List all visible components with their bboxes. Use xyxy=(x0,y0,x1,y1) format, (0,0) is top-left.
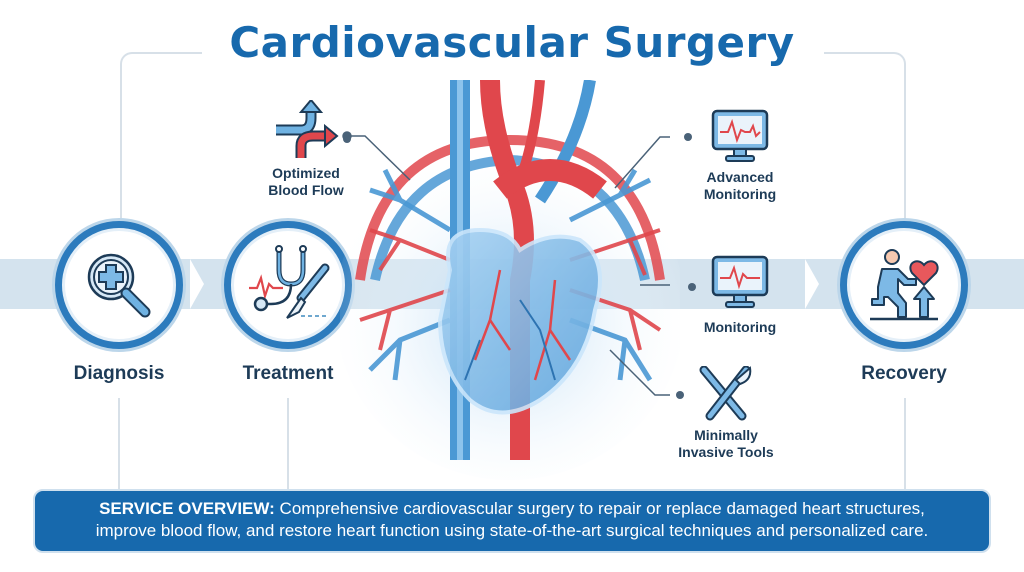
step-circle xyxy=(55,221,183,349)
feature-monitoring: Monitoring xyxy=(690,254,790,336)
step-label: Recovery xyxy=(861,363,947,384)
step-circle xyxy=(840,221,968,349)
connector-dot xyxy=(676,391,684,399)
magnifier-plus-icon xyxy=(87,253,151,318)
connector-recovery-bottom xyxy=(904,398,906,490)
connector-dot xyxy=(343,135,351,143)
feature-label: Monitoring xyxy=(703,319,777,335)
overview-line-2: improve blood flow, and restore heart fu… xyxy=(95,521,929,540)
step-label: Treatment xyxy=(242,363,334,384)
connector-dot xyxy=(684,133,692,141)
monitor-heartbeat-icon xyxy=(711,109,769,162)
step-recovery: Recovery xyxy=(834,221,974,385)
ribbon-chevron xyxy=(805,259,819,309)
connector-diagnosis-bottom xyxy=(118,398,120,490)
connector-top-left xyxy=(120,52,202,229)
overview-line-1: SERVICE OVERVIEW: Comprehensive cardiova… xyxy=(45,498,979,520)
overview-heading: SERVICE OVERVIEW: xyxy=(99,499,275,518)
person-heart-arrow-icon xyxy=(870,249,939,321)
step-circle xyxy=(224,221,352,349)
connector-top-right xyxy=(824,52,906,229)
heart-illustration xyxy=(335,79,685,480)
page-title: Cardiovascular Surgery xyxy=(229,18,795,67)
feature-advanced-monitoring: Advanced Monitoring xyxy=(690,108,790,203)
heart-vessels-icon xyxy=(335,79,685,480)
monitor-heartbeat-icon xyxy=(711,255,769,308)
feature-optimized-blood-flow: Optimized Blood Flow xyxy=(256,98,356,199)
overview-text: Comprehensive cardiovascular surgery to … xyxy=(279,499,925,518)
blood-flow-arrows-icon xyxy=(276,98,339,158)
feature-label: Advanced xyxy=(706,169,774,185)
feature-label: Invasive Tools xyxy=(678,444,774,460)
feature-label: Optimized xyxy=(272,165,340,181)
step-diagnosis: Diagnosis xyxy=(49,221,189,385)
step-treatment: Treatment xyxy=(218,221,358,385)
step-label: Diagnosis xyxy=(73,363,165,384)
stethoscope-scalpel-icon xyxy=(249,245,330,319)
ribbon-chevron xyxy=(190,259,204,309)
connector-treatment-bottom xyxy=(287,398,289,490)
feature-minimally-invasive-tools: Minimally Invasive Tools xyxy=(666,365,786,461)
surgical-tools-icon xyxy=(699,365,752,421)
feature-label: Monitoring xyxy=(703,186,777,202)
feature-label: Minimally xyxy=(694,427,758,443)
feature-label: Blood Flow xyxy=(268,182,344,198)
service-overview-banner: SERVICE OVERVIEW: Comprehensive cardiova… xyxy=(33,489,991,553)
connector-dot xyxy=(688,283,696,291)
